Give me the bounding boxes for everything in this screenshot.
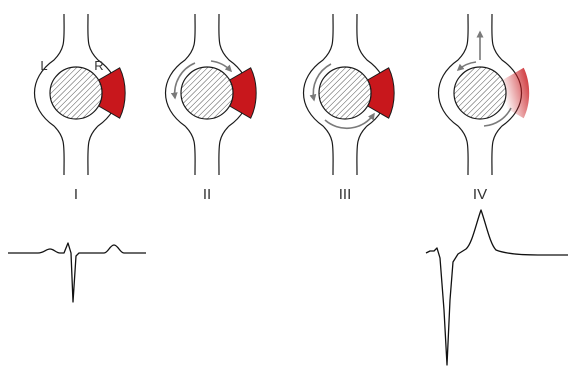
panel-III: III [304,14,395,203]
panel-number: I [74,186,78,203]
panel-number: IV [473,186,487,203]
panel-II: II [166,14,257,203]
label-left: L [40,58,47,73]
panel-IV: IV [439,14,530,203]
panel-I: L R I [35,14,126,203]
hatched-core [50,67,102,119]
trace-panel-I [8,243,146,302]
label-right: R [94,58,103,73]
trace-panel-IV [426,210,568,365]
panel-number: III [339,186,352,203]
hatched-core [181,67,233,119]
hatched-core [454,67,506,119]
hatched-core [319,67,371,119]
panel-number: II [203,186,211,203]
